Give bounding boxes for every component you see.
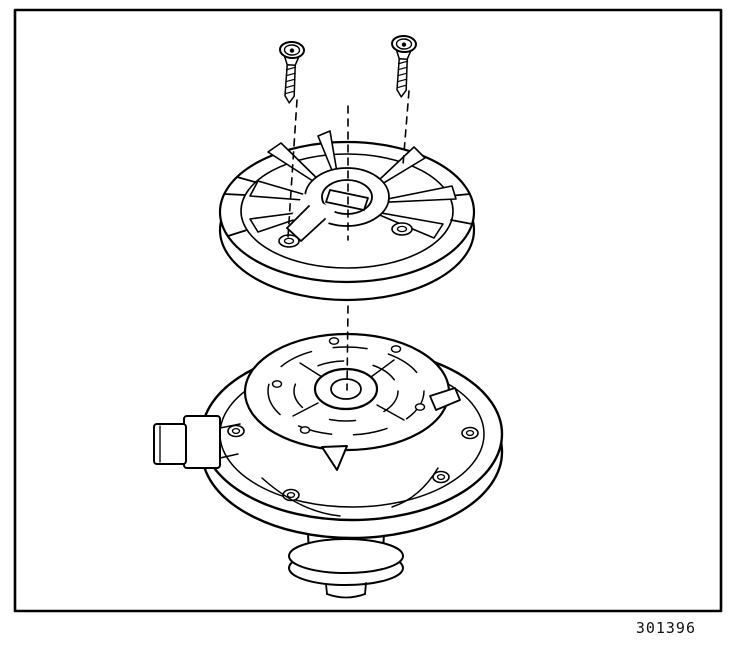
rotor-screw-hole-left — [278, 234, 300, 248]
inlet-connector — [153, 415, 241, 469]
centerline-right-screw — [402, 90, 410, 166]
rotor-cap — [218, 130, 476, 302]
plate-hub — [313, 367, 379, 411]
breaker-plate — [243, 332, 461, 471]
housing-contour-right — [391, 467, 439, 508]
housing-assembly — [153, 332, 504, 599]
rotor-face-ring — [240, 153, 454, 269]
rotor-center-slot — [286, 167, 390, 242]
figure-number: 301396 — [635, 619, 696, 637]
housing-contour-left — [261, 477, 341, 517]
alignment-centerlines — [287, 90, 410, 391]
centerline-axis-lower — [346, 305, 349, 391]
rotor-screw-hole-right — [391, 222, 413, 236]
housing-shaft-cylinder — [288, 495, 404, 599]
centerline-left-screw — [287, 99, 298, 238]
plate-pointer — [321, 445, 348, 471]
plate-tab — [429, 387, 461, 411]
